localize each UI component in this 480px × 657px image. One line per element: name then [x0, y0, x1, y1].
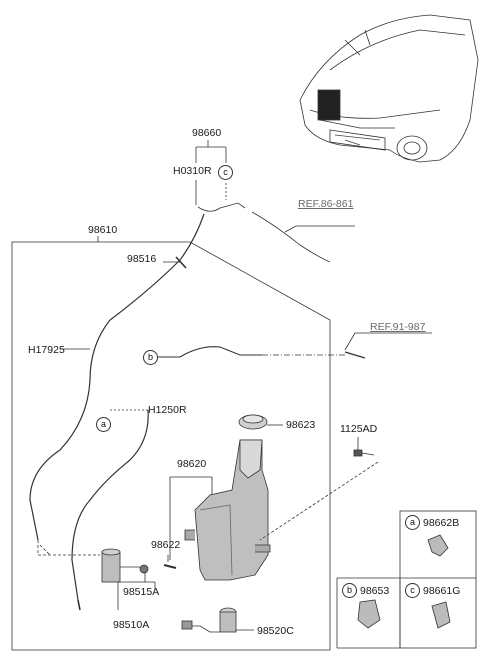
marker-c: c: [218, 165, 233, 180]
reservoir-cap: [238, 414, 268, 430]
label-98620: 98620: [177, 458, 207, 470]
label-ref-86-861[interactable]: REF.86-861: [298, 198, 354, 210]
label-98520c: 98520C: [257, 625, 294, 637]
washer-reservoir: [184, 439, 271, 581]
label-98660: 98660: [192, 127, 222, 139]
vehicle-illustration: [299, 14, 479, 163]
legend-part-a: 98662B: [423, 517, 460, 529]
label-98622: 98622: [151, 539, 181, 551]
label-1125ad: 1125AD: [340, 423, 378, 435]
assembly-frame: [11, 241, 331, 651]
label-h1250r: H1250R: [148, 404, 187, 416]
marker-b: b: [143, 350, 158, 365]
label-98623: 98623: [286, 419, 316, 431]
legend-marker-c: c: [405, 583, 420, 598]
washer-pump: [101, 548, 121, 583]
legend-marker-a: a: [405, 515, 420, 530]
label-98515a: 98515A: [123, 586, 160, 598]
label-h0310r: H0310R: [173, 165, 212, 177]
legend-part-c: 98661G: [423, 585, 461, 597]
label-98610: 98610: [88, 224, 118, 236]
bolt: [353, 449, 375, 457]
label-h17925: H17925: [28, 344, 65, 356]
label-ref-91-987[interactable]: REF.91-987: [370, 321, 426, 333]
legend-marker-b: b: [342, 583, 357, 598]
level-sensor: [181, 607, 237, 633]
legend-part-b: 98653: [360, 585, 390, 597]
marker-a: a: [96, 417, 111, 432]
label-98510a: 98510A: [113, 619, 150, 631]
label-98516: 98516: [127, 253, 157, 265]
legend-table: [336, 510, 477, 649]
